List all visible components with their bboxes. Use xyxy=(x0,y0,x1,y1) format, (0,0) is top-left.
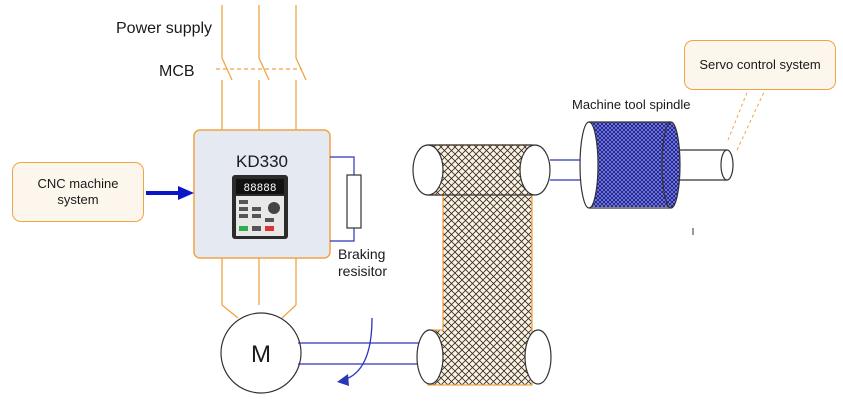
cnc-label-line2: system xyxy=(57,192,99,207)
braking-resistor xyxy=(346,174,362,229)
belt xyxy=(427,144,533,386)
mcb-label: MCB xyxy=(159,63,195,80)
motor-label: M xyxy=(251,341,271,368)
servo-control-system-box: Servo control system xyxy=(684,40,836,90)
cnc-signal-arrow xyxy=(146,186,194,200)
spindle-label: Machine tool spindle xyxy=(572,97,691,112)
servo-label: Servo control system xyxy=(699,57,821,72)
rotation-arrow xyxy=(337,317,373,386)
cnc-label-line1: CNC machine xyxy=(37,176,119,191)
keypad xyxy=(232,175,288,239)
cnc-machine-system-box: CNC machine system xyxy=(12,162,144,222)
keypad-display: 88888 xyxy=(243,183,276,195)
braking-label-line2: resisitor xyxy=(338,263,388,279)
upper-pulley xyxy=(412,144,551,196)
power-supply-label: Power supply xyxy=(116,20,213,37)
inverter-model-label: KD330 xyxy=(236,152,288,171)
motor xyxy=(220,312,302,394)
servo-callout-leader xyxy=(727,89,766,151)
spindle-nose xyxy=(680,149,734,181)
motor-feed-lines xyxy=(221,258,297,319)
power-supply-lines xyxy=(216,5,307,130)
braking-label-line1: Braking xyxy=(338,246,386,262)
lower-pulley xyxy=(416,329,552,385)
braking-wiring xyxy=(330,156,355,242)
braking-resistor-label: Braking resisitor xyxy=(338,246,387,280)
spindle-body xyxy=(579,121,681,209)
motor-shaft xyxy=(298,342,425,365)
